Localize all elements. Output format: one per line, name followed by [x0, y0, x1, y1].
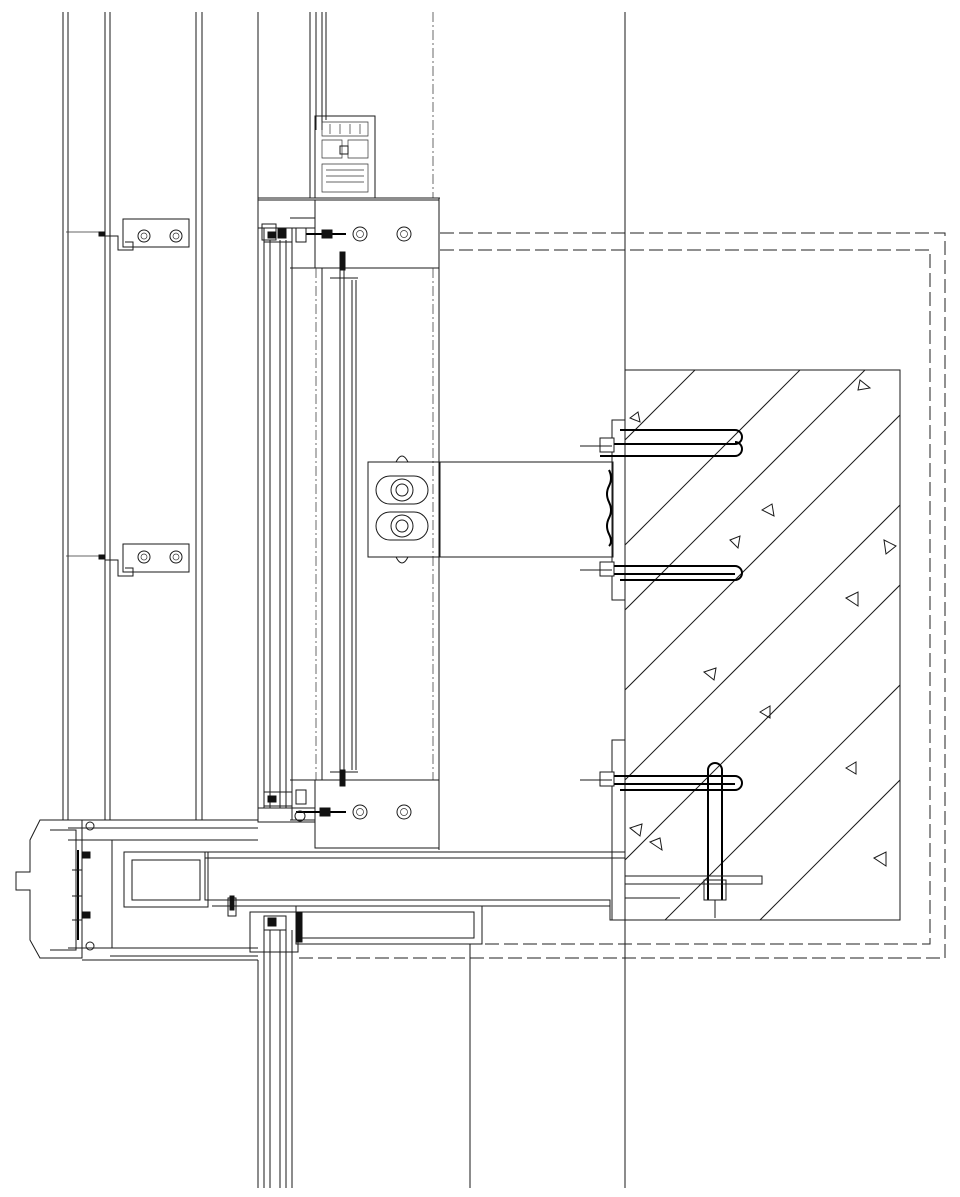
- insulated-glass-unit: [257, 198, 440, 850]
- anchor-bars: [580, 429, 763, 918]
- window-frame-top: [258, 12, 440, 199]
- curtain-wall-glazing-lines: [62, 12, 259, 820]
- exterior-mullion-cap: [15, 819, 258, 961]
- fin-plate-connection: [367, 455, 614, 564]
- mullion-bracket-upper: [98, 218, 190, 251]
- lower-transom-bracket: [257, 769, 440, 849]
- lower-insulated-glass: [227, 895, 303, 1188]
- concrete-slab-edge: [624, 12, 901, 1188]
- fire-protection-outline: [295, 232, 946, 959]
- mullion-bracket-lower: [98, 543, 190, 577]
- embed-plate: [606, 419, 626, 921]
- floor-transom-assembly: [68, 819, 625, 1188]
- upper-transom-bracket: [257, 199, 440, 271]
